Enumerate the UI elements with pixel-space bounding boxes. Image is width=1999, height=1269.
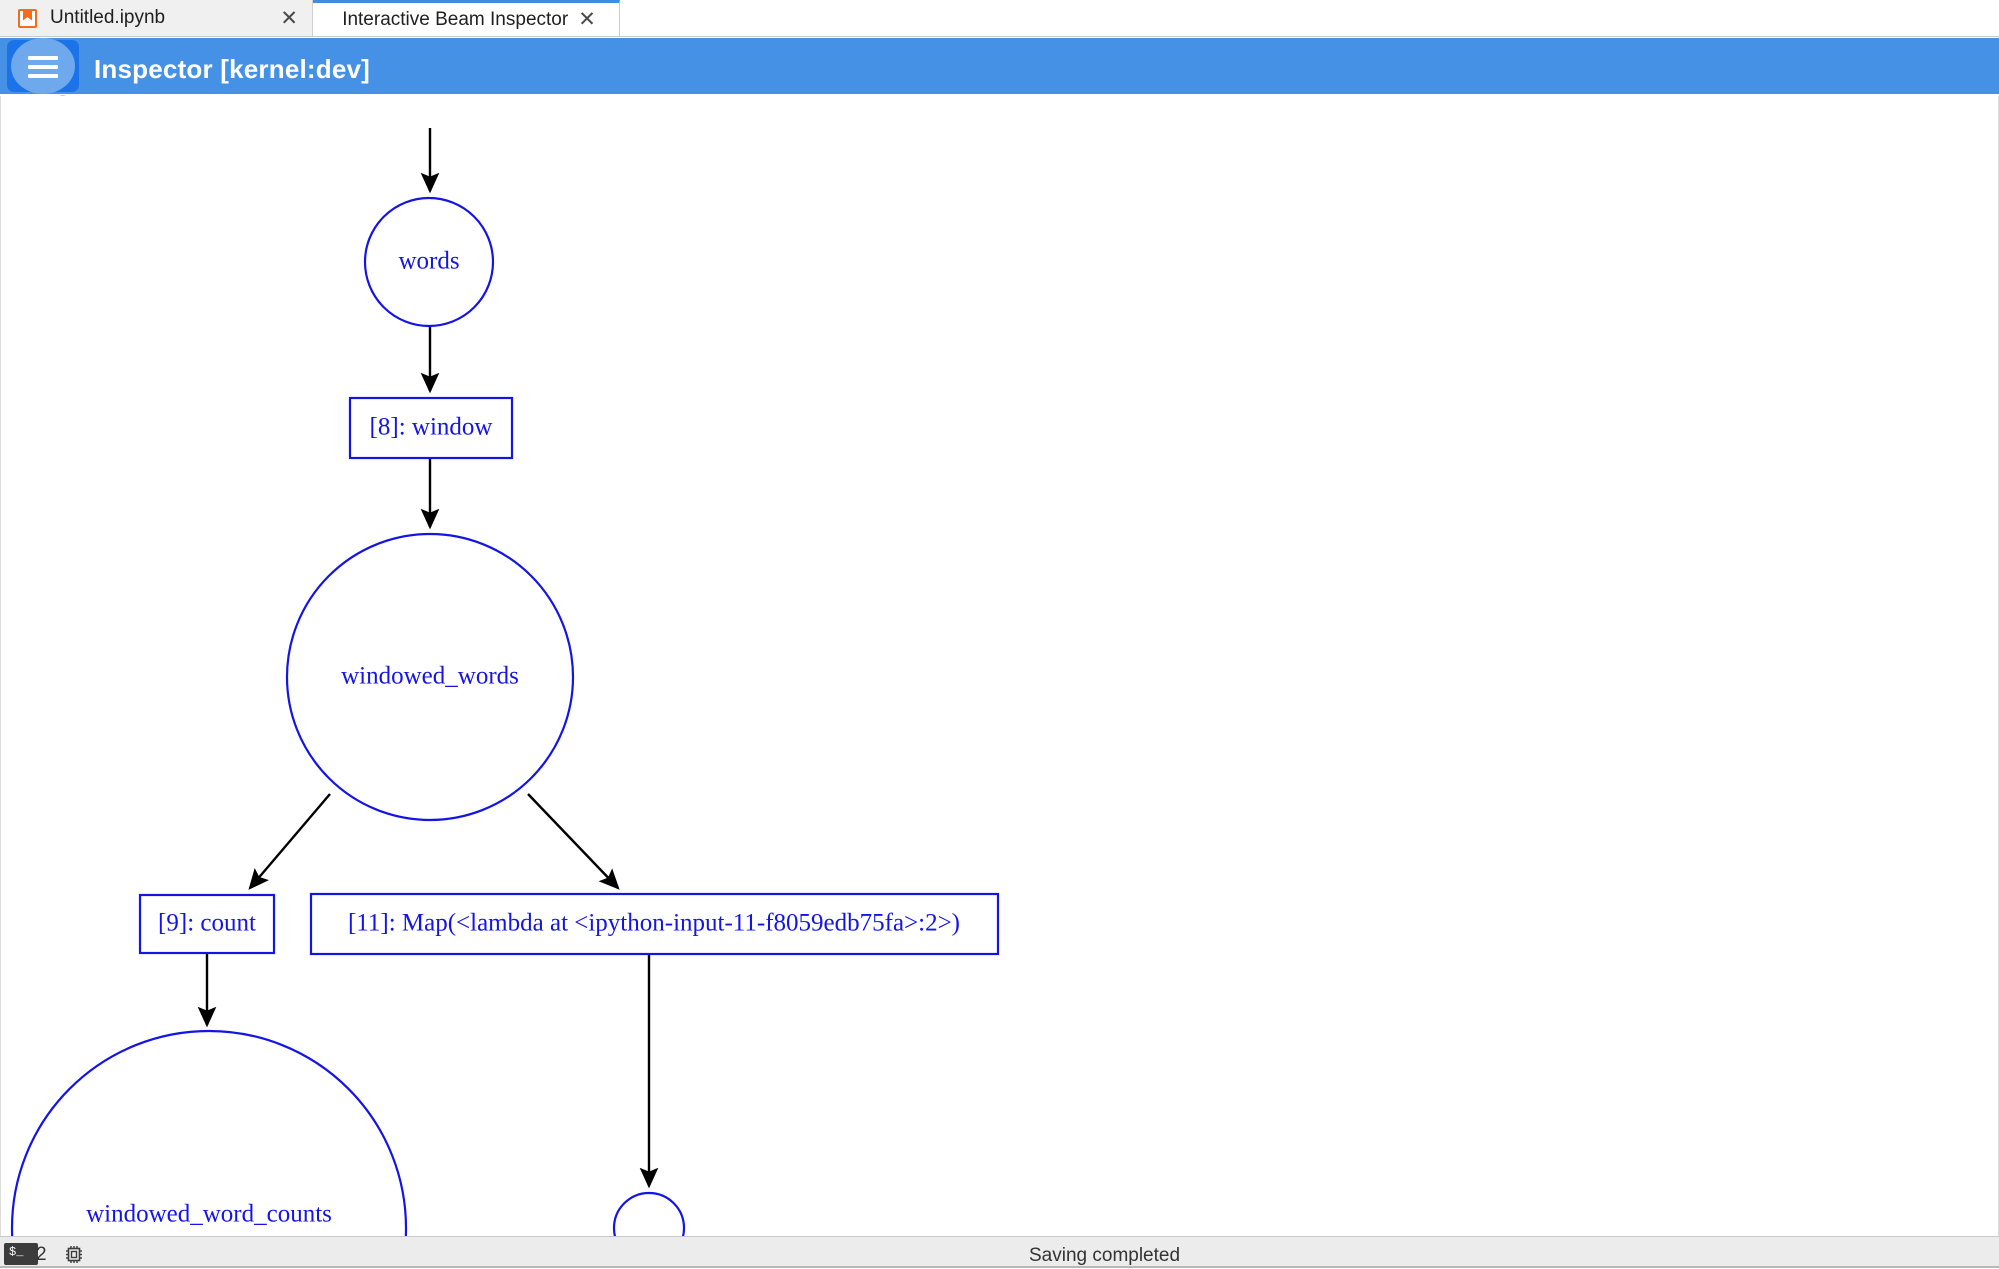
- cpu-chip-icon[interactable]: [64, 1245, 84, 1264]
- graph-edges: [197, 128, 659, 1189]
- hamburger-menu-button[interactable]: [7, 38, 79, 94]
- close-icon[interactable]: ✕: [578, 8, 596, 31]
- status-bar: 2 Saving completed: [0, 1236, 1999, 1268]
- graph-node-map-lambda[interactable]: [11]: Map(<lambda at <ipython-input-11-f…: [309, 892, 1000, 956]
- node-label: windowed_words: [341, 663, 519, 690]
- node-label: [9]: count: [158, 910, 256, 937]
- graph-node-words[interactable]: words: [363, 196, 495, 328]
- tab-label: Untitled.ipynb: [50, 7, 166, 28]
- tab-bar: Untitled.ipynb ✕ Interactive Beam Inspec…: [0, 0, 1999, 37]
- beam-graph-viewport[interactable]: words [8]: window windowed_words [9]: co…: [0, 96, 1999, 1236]
- status-count: 2: [36, 1244, 47, 1265]
- beam-pipeline-graph: words [8]: window windowed_words [9]: co…: [10, 128, 1000, 1236]
- tab-label: Interactive Beam Inspector: [342, 8, 569, 30]
- graph-node-unnamed-small[interactable]: [612, 1191, 686, 1236]
- edge-windowed-words-to-count: [248, 793, 331, 890]
- graph-node-window[interactable]: [8]: window: [348, 396, 514, 460]
- status-message: Saving completed: [1029, 1245, 1181, 1266]
- graph-node-windowed-word-counts[interactable]: windowed_word_counts: [10, 1029, 408, 1236]
- close-icon[interactable]: ✕: [280, 6, 298, 30]
- graph-node-count[interactable]: [9]: count: [138, 893, 276, 955]
- inspector-header: [0, 38, 1999, 94]
- node-label: windowed_word_counts: [86, 1201, 332, 1228]
- node-label: [11]: Map(<lambda at <ipython-input-11-f…: [348, 910, 960, 937]
- tab-interactive-beam-inspector[interactable]: Interactive Beam Inspector ✕: [313, 0, 620, 36]
- page-title: Inspector [kernel:dev]: [94, 54, 371, 84]
- graph-node-windowed-words[interactable]: windowed_words: [285, 532, 575, 822]
- node-label: [8]: window: [370, 414, 493, 441]
- terminal-icon[interactable]: [4, 1243, 38, 1265]
- notebook-icon: [18, 8, 37, 28]
- hamburger-menu-icon: [28, 56, 58, 78]
- tab-untitled-ipynb[interactable]: Untitled.ipynb ✕: [0, 0, 313, 36]
- status-bar-bottom-rule: [0, 1266, 1999, 1268]
- edge-windowed-words-to-map: [527, 793, 620, 890]
- node-label: words: [398, 248, 459, 275]
